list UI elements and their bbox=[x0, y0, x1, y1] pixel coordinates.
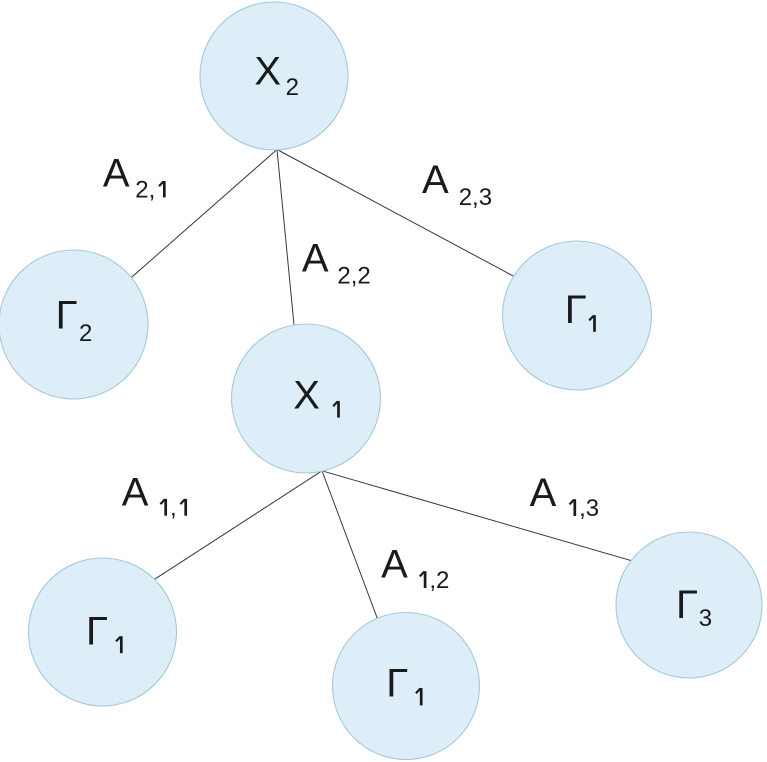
svg-text:X: X bbox=[293, 373, 320, 417]
svg-text:A: A bbox=[422, 158, 449, 202]
svg-text:2,: 2, bbox=[135, 176, 155, 203]
svg-text:Γ: Γ bbox=[56, 293, 78, 337]
svg-text:,2: ,2 bbox=[429, 567, 449, 594]
svg-text:2,3: 2,3 bbox=[459, 184, 492, 211]
svg-text:A: A bbox=[381, 543, 408, 587]
svg-text:,: , bbox=[170, 495, 177, 522]
svg-text:A: A bbox=[122, 470, 149, 514]
svg-text:Γ: Γ bbox=[676, 583, 698, 627]
svg-text:,3: ,3 bbox=[579, 495, 599, 522]
svg-text:Γ: Γ bbox=[86, 609, 108, 653]
svg-text:2: 2 bbox=[286, 74, 299, 101]
svg-text:2: 2 bbox=[79, 320, 92, 347]
svg-text:A: A bbox=[103, 152, 130, 196]
svg-text:A: A bbox=[302, 237, 329, 281]
svg-text:2,2: 2,2 bbox=[337, 262, 370, 289]
svg-text:A: A bbox=[530, 471, 557, 515]
svg-text:Γ: Γ bbox=[565, 288, 587, 332]
svg-text:3: 3 bbox=[699, 605, 712, 632]
svg-text:X: X bbox=[254, 50, 281, 94]
svg-text:Γ: Γ bbox=[386, 661, 408, 705]
